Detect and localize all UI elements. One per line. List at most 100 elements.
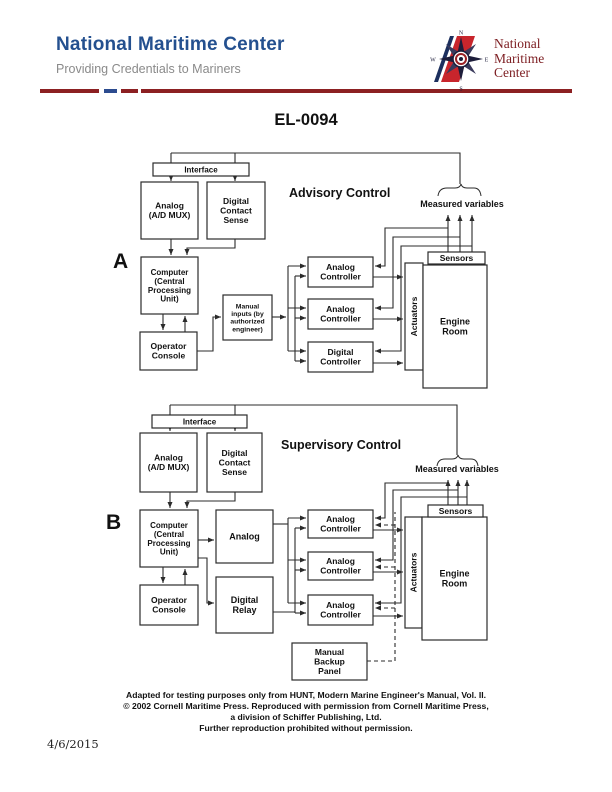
svg-text:Analog: Analog [229,532,260,542]
compass-letters: N S W E [430,31,489,93]
a-feedback-loop-to-interface [171,152,461,184]
compass-letter-e: E [485,58,489,64]
diagram-b-actuators-box: Actuators [404,516,423,629]
diagram-a-interface-box: Interface [152,162,250,177]
b-computer-to-digital-relay-arrow [198,557,214,606]
b-sensor-feedback-to-controller3 [375,496,467,606]
diagram-b-analog-unit-box: Analog [215,509,274,564]
compass-letter-n: N [459,31,464,37]
b-digital-to-computer-arrow [184,492,236,508]
header-title: National Maritime Center [56,34,285,55]
diagram-a-section-label: A [113,250,129,273]
logo-wordmark: National Maritime Center [494,36,545,81]
b-feedback-loop-to-interface [170,404,458,455]
diagram-a-lines [160,152,482,366]
divider-segment [141,89,572,93]
diagram-b-lines [160,404,479,662]
diagram-b-section-label: B [106,511,122,534]
diagram-b-measured-variables-label: Measured variables [415,464,499,474]
diagram-b-analog-mux-box: Analog(A/D MUX) [139,432,198,493]
compass-seal-center [459,57,463,61]
svg-text:Interface: Interface [183,417,217,426]
logo-wordmark-line: Maritime [494,50,545,66]
b-sensor-feedback-to-controller1 [375,482,448,521]
copyright-footer: Adapted for testing purposes only from H… [0,690,612,734]
diagram-b-title: Supervisory Control [281,438,402,452]
b-measured-variables-brace [436,454,479,467]
compass-letter-s: S [459,87,462,93]
a-operator-to-manual-arrow [197,314,221,352]
diagram-a-analog-mux-box: Analog(A/D MUX) [140,181,199,240]
divider-segment [40,89,99,93]
svg-text:Actuators: Actuators [408,552,418,592]
diagram-a-actuators-box: Actuators [404,262,424,371]
divider-segment-blue [104,89,117,93]
svg-text:Interface: Interface [184,165,218,174]
svg-text:Analog(A/D MUX): Analog(A/D MUX) [148,453,190,473]
footer-line: a division of Schiffer Publishing, Ltd. [230,711,382,722]
svg-text:Sensors: Sensors [439,506,473,516]
a-digital-to-computer-arrow [184,239,236,255]
logo-wordmark-line: National [494,36,541,51]
diagram-a-sensors-box: Sensors [427,251,486,265]
logo-wordmark-line: Center [494,65,530,80]
a-measured-variables-brace [437,183,482,197]
footer-line: Adapted for testing purposes only from H… [126,690,486,700]
svg-text:Analog(A/D MUX): Analog(A/D MUX) [149,201,191,221]
compass-letter-w: W [430,58,436,64]
page-title: EL-0094 [274,111,338,129]
a-sensor-feedback-to-controller2 [375,236,460,311]
svg-text:Sensors: Sensors [440,253,474,263]
diagram-a-title: Advisory Control [289,186,391,200]
a-sensor-feedback-to-controller1 [375,227,448,269]
a-sensor-feedback-to-controller3 [375,245,472,354]
divider-segment [121,89,138,93]
footer-line: © 2002 Cornell Maritime Press. Reproduce… [123,700,489,711]
header-subtitle: Providing Credentials to Mariners [56,62,241,76]
footer-line: Further reproduction prohibited without … [199,722,413,733]
diagram-a-measured-variables-label: Measured variables [420,199,504,209]
document-date: 4/6/2015 [47,737,99,751]
diagram-b-sensors-box: Sensors [427,504,484,518]
compass-rose-icon: N S W E [430,31,489,93]
svg-text:Actuators: Actuators [409,296,419,336]
diagram-b-interface-box: Interface [151,414,248,429]
